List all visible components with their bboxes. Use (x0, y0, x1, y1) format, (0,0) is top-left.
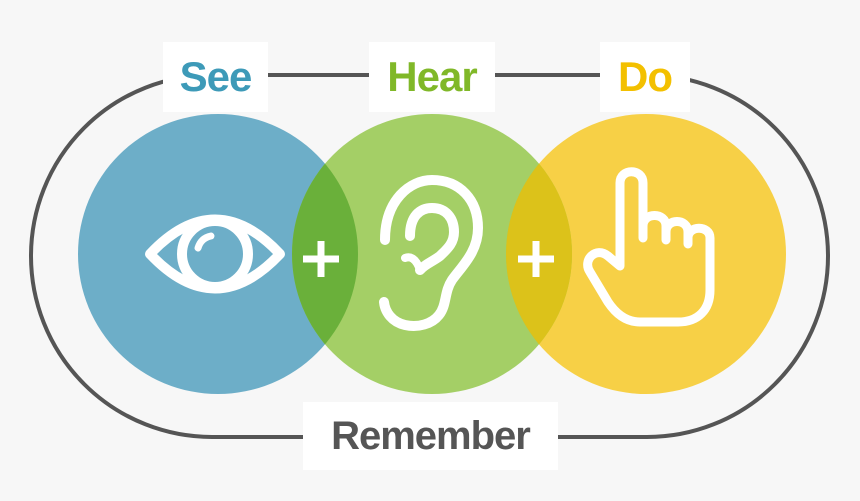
do-circle (506, 114, 786, 394)
do-label: Do (600, 42, 690, 112)
ear-icon (379, 175, 483, 331)
plus-sign-2 (518, 241, 554, 277)
pointing-hand-icon (583, 167, 715, 327)
eye-icon (145, 214, 285, 294)
hear-label: Hear (369, 42, 495, 112)
plus-sign-1 (303, 241, 339, 277)
hear-circle (292, 114, 572, 394)
remember-label: Remember (303, 402, 558, 470)
see-circle (78, 114, 358, 394)
see-label: See (163, 42, 268, 112)
